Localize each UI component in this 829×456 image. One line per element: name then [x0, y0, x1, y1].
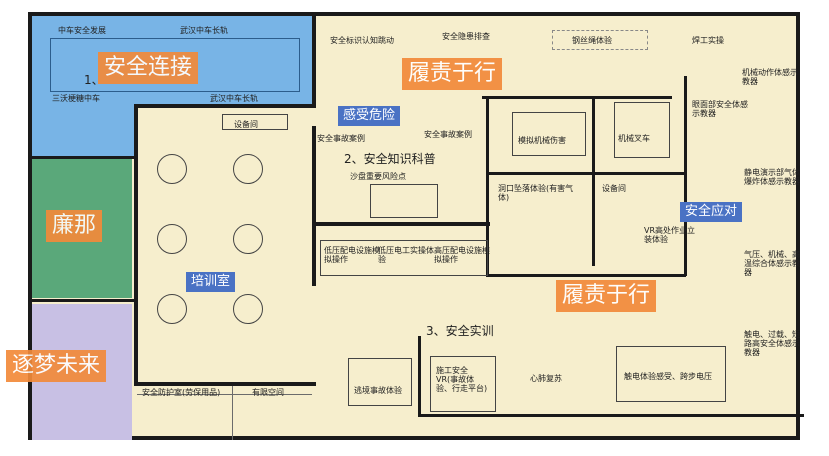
top-hazard-label: 安全隐患排查 [442, 32, 490, 41]
overlay-lvze-top: 履责于行 [402, 58, 503, 90]
training-equipment-room: 设备间 [234, 120, 258, 129]
room-hv-switch: 低压配电设施模拟操作 [324, 246, 380, 265]
training-protection-room: 安全防护室(劳保用品) [142, 388, 221, 397]
room-hole: 洞口坠落体验(有害气体) [498, 184, 574, 203]
section-training-title: 3、安全实训 [426, 324, 494, 338]
wall-training-divider [137, 394, 312, 395]
room-lv-electric: 低压电工实操体验 [378, 246, 434, 265]
round-table [157, 294, 187, 324]
overlay-lianna: 廉那 [46, 210, 103, 242]
top-sign-label: 安全标识认知跳动 [330, 36, 394, 45]
overlay-anquan-yingdui: 安全应对 [680, 202, 743, 222]
wall-bottom-inner [418, 414, 804, 417]
machinery-box [512, 112, 586, 156]
wall-blue-bottom [137, 104, 315, 108]
blue-label-bottom-left: 三沃梗糖中车 [52, 94, 100, 103]
wall-top-row-bottom [482, 96, 672, 99]
room-construction: 施工安全VR(事故体验、行走平台) [436, 366, 488, 394]
round-table [233, 294, 263, 324]
hv-switch-box [320, 240, 488, 276]
science-center-note: 沙盘重要风险点 [350, 172, 406, 181]
room-gas: 气压、机械、高温综合体感示教器 [744, 250, 800, 278]
room-electric-step: 触电体验感受、跨步电压 [624, 372, 712, 381]
round-table [233, 224, 263, 254]
round-table [233, 154, 263, 184]
round-table [157, 224, 187, 254]
room-escape: 逃境事故体验 [354, 386, 402, 395]
floor-plan: 中车安全发展 武汉中车长轨 三沃梗糖中车 武汉中车长轨 1、 设备间 安全防护室… [6, 12, 804, 440]
room-eye: 眼面部安全体感示教器 [692, 100, 748, 119]
room-mech-body: 机械动作体感示教器 [742, 68, 798, 87]
wall-mid-row [486, 172, 686, 175]
room-equip2: 设备间 [602, 184, 626, 193]
tables-area [147, 146, 307, 366]
room-cpr: 心肺复苏 [530, 374, 562, 383]
sandbox-table [370, 184, 438, 218]
wall-training-divider2 [232, 386, 233, 440]
blue-label-bottom-mid: 武汉中车长轨 [210, 94, 258, 103]
science-case-right: 安全事故案例 [424, 130, 472, 139]
overlay-lvze-mid: 履责于行 [556, 280, 657, 312]
section-science-title: 2、安全知识科普 [344, 152, 436, 166]
electric-step-box [616, 346, 726, 402]
blue-label-top-left: 中车安全发展 [58, 26, 106, 35]
equipment-room-box [222, 114, 288, 130]
room-hv-equip: 高压配电设施模拟操作 [434, 246, 490, 265]
round-table [157, 154, 187, 184]
wall-lower-row [486, 274, 686, 277]
wall-right-col2 [684, 76, 687, 276]
room-static: 静电演示部气体爆炸体感示教器 [744, 168, 800, 187]
wall-training-right [312, 126, 316, 286]
room-vr-high: VR高处作业立装体验 [644, 226, 696, 245]
wall-training-bottom [134, 382, 316, 386]
wall-bottom-inner-v [418, 336, 421, 416]
wall-training-left [134, 104, 138, 386]
zone-blue-lower [32, 106, 137, 158]
blue-label-top-mid: 武汉中车长轨 [180, 26, 228, 35]
blue-inner-frame [50, 38, 300, 92]
wall-right-col [592, 96, 595, 266]
overlay-ganshou-weixian: 感受危险 [338, 106, 401, 126]
overlay-peixun: 培训室 [186, 272, 236, 292]
top-welding-box [552, 30, 648, 50]
wall-mid-divider [486, 96, 489, 276]
room-machinery: 模拟机械伤害 [518, 136, 566, 145]
wall-blue-right [312, 16, 316, 108]
escape-box [348, 358, 412, 406]
overlay-zhumeng: 逐梦未来 [6, 350, 107, 382]
wall-green-top [32, 156, 136, 159]
top-tools-label: 焊工实操 [692, 36, 724, 45]
forklift-box [614, 102, 670, 158]
wall-sci-bottom [312, 222, 490, 226]
wall-green-bottom [32, 299, 136, 302]
science-case-left: 安全事故案例 [317, 134, 365, 143]
training-space-room: 有限空间 [252, 388, 284, 397]
top-welding-label: 钢丝绳体验 [572, 36, 612, 45]
room-forklift: 机械叉车 [618, 134, 650, 143]
construction-box [430, 356, 496, 412]
overlay-anquan-lianjie: 安全连接 [98, 52, 199, 84]
room-shock: 触电、过载、短路高安全体感示教器 [744, 330, 800, 358]
